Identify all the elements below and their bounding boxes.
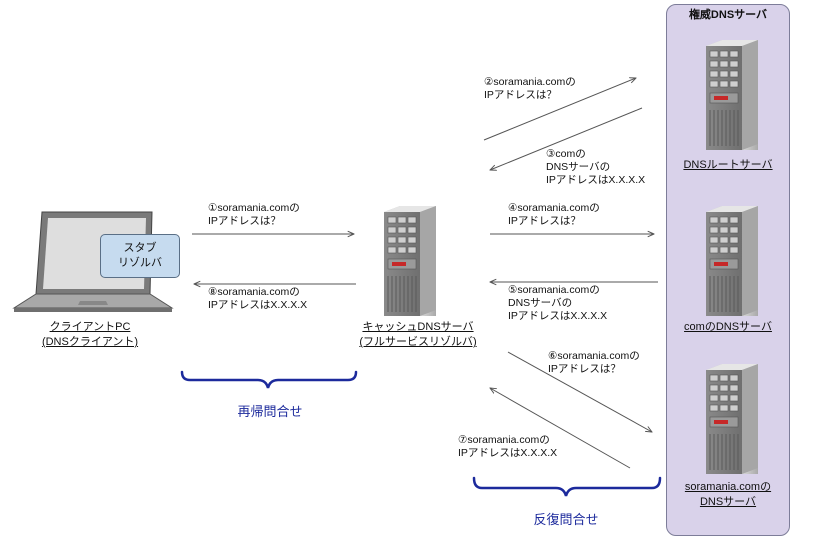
stub-resolver-box: スタブ リゾルバ bbox=[100, 234, 180, 278]
client-pc-label-line1: クライアントPC bbox=[49, 321, 131, 333]
message-6-line1: ⑥soramania.comの bbox=[548, 350, 640, 362]
soramania-server-label: soramania.comの DNSサーバ bbox=[668, 480, 788, 510]
message-5-line2: DNSサーバの bbox=[508, 297, 573, 309]
message-5: ⑤soramania.comの DNSサーバの IPアドレスはX.X.X.X bbox=[508, 284, 607, 323]
message-6: ⑥soramania.comの IPアドレスは？ bbox=[548, 350, 640, 376]
message-5-line3: IPアドレスはX.X.X.X bbox=[508, 310, 608, 322]
cache-server-label: キャッシュDNSサーバ (フルサービスリゾルバ) bbox=[348, 320, 488, 350]
cache-server-label-line1: キャッシュDNSサーバ bbox=[362, 321, 474, 333]
recursive-query-label: 再帰問合せ bbox=[237, 404, 303, 419]
message-4: ④soramania.comの IPアドレスは？ bbox=[508, 202, 600, 228]
message-3: ③comの DNSサーバの IPアドレスはX.X.X.X bbox=[546, 148, 645, 187]
iterative-bracket bbox=[472, 476, 662, 497]
message-6-line2: IPアドレスは？ bbox=[548, 363, 621, 375]
soramania-server-label-line1: soramania.comの bbox=[684, 481, 772, 493]
cache-server-icon bbox=[383, 206, 437, 316]
arrow-6 bbox=[507, 351, 652, 432]
stub-resolver-line2: リゾルバ bbox=[118, 257, 162, 269]
arrow-3 bbox=[490, 107, 643, 170]
soramania-server-icon bbox=[705, 364, 759, 474]
cache-server-label-line2: (フルサービスリゾルバ) bbox=[359, 336, 477, 348]
message-2: ②soramania.comの IPアドレスは？ bbox=[484, 76, 576, 102]
message-2-line1: ②soramania.comの bbox=[484, 76, 576, 88]
client-pc-label-line2: (DNSクライアント) bbox=[41, 336, 139, 348]
com-server-icon bbox=[705, 206, 759, 316]
message-4-line1: ④soramania.comの bbox=[508, 202, 600, 214]
arrow-2 bbox=[483, 78, 636, 141]
soramania-server-label-line2: DNSサーバ bbox=[699, 496, 757, 508]
client-pc-label: クライアントPC (DNSクライアント) bbox=[30, 320, 150, 350]
com-server-label: comのDNSサーバ bbox=[668, 320, 788, 335]
message-8: ⑧soramania.comの IPアドレスはX.X.X.X bbox=[208, 286, 307, 312]
message-7-line2: IPアドレスはX.X.X.X bbox=[458, 447, 558, 459]
authoritative-dns-title: 権威DNSサーバ bbox=[688, 9, 768, 21]
message-3-line3: IPアドレスはX.X.X.X bbox=[546, 174, 646, 186]
recursive-bracket bbox=[180, 370, 358, 389]
iterative-query-label: 反復問合せ bbox=[533, 512, 599, 527]
message-1-line1: ①soramania.comの bbox=[208, 202, 300, 214]
message-1: ①soramania.comの IPアドレスは？ bbox=[208, 202, 300, 228]
message-8-line2: IPアドレスはX.X.X.X bbox=[208, 299, 308, 311]
root-server-label: DNSルートサーバ bbox=[668, 158, 788, 173]
message-8-line1: ⑧soramania.comの bbox=[208, 286, 300, 298]
message-7: ⑦soramania.comの IPアドレスはX.X.X.X bbox=[458, 434, 557, 460]
message-7-line1: ⑦soramania.comの bbox=[458, 434, 550, 446]
stub-resolver-line1: スタブ bbox=[123, 242, 157, 254]
com-server-label-text: comのDNSサーバ bbox=[684, 321, 772, 333]
root-server-label-text: DNSルートサーバ bbox=[683, 159, 773, 171]
message-3-line2: DNSサーバの bbox=[546, 161, 611, 173]
message-1-line2: IPアドレスは？ bbox=[208, 215, 281, 227]
message-5-line1: ⑤soramania.comの bbox=[508, 284, 600, 296]
message-4-line2: IPアドレスは？ bbox=[508, 215, 581, 227]
arrow-7 bbox=[490, 388, 631, 469]
message-2-line2: IPアドレスは？ bbox=[484, 89, 557, 101]
message-3-line1: ③comの bbox=[546, 148, 586, 160]
root-server-icon bbox=[705, 40, 759, 150]
